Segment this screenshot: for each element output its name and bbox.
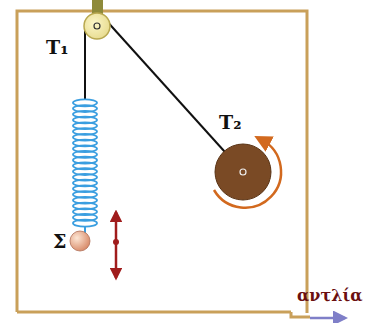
ball	[70, 231, 90, 251]
rotation-arrow	[214, 140, 281, 208]
ball-label: Σ	[53, 232, 66, 251]
pulley	[84, 13, 110, 39]
motor-wheel	[215, 144, 271, 200]
pump-arrow	[310, 317, 345, 320]
string	[104, 18, 243, 172]
equilibrium-dot	[113, 239, 119, 245]
wheel-label: T₂	[219, 113, 241, 132]
wheel-axle	[240, 169, 246, 175]
spring-coil	[73, 220, 97, 227]
string	[84, 28, 86, 100]
spring	[73, 99, 97, 226]
pump-label: αντλία	[297, 288, 362, 304]
pulley-label: T₁	[46, 38, 68, 57]
container	[17, 11, 310, 317]
pulley-axle	[94, 23, 100, 29]
